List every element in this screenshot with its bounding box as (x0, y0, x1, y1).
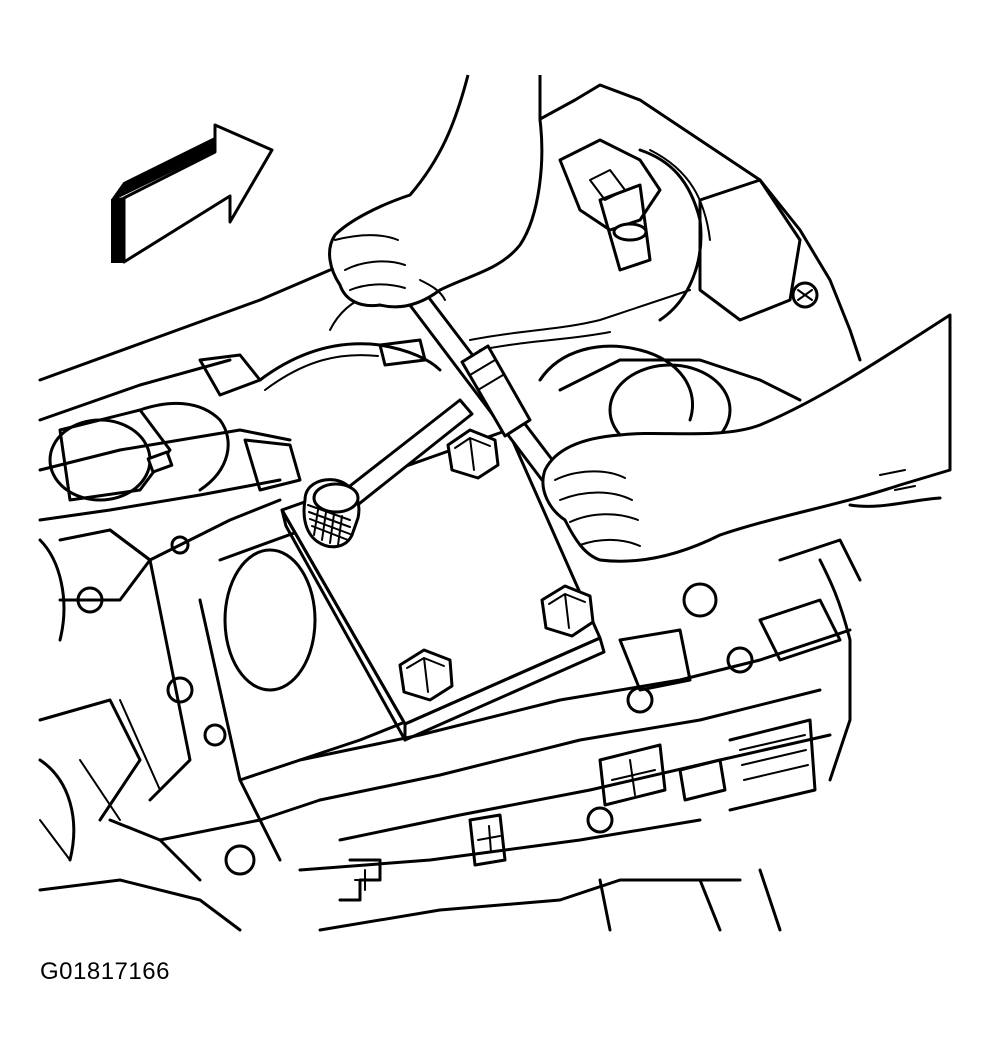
knurled-socket (302, 478, 361, 549)
engine-illustration (38, 74, 952, 932)
ratchet-tool (302, 398, 474, 549)
plate-bolt-upper (446, 428, 500, 480)
direction-arrow-icon (111, 123, 274, 264)
upper-hand (328, 74, 544, 309)
engine-upper-right (469, 83, 862, 457)
wiring-harness (198, 294, 442, 397)
engine-lower (298, 538, 862, 932)
engine-block-left (38, 268, 412, 932)
plate-bolt-lower (398, 648, 454, 702)
figure-code: G01817166 (40, 958, 170, 985)
lower-hand (541, 313, 952, 563)
plate-bolt-right (540, 584, 595, 638)
